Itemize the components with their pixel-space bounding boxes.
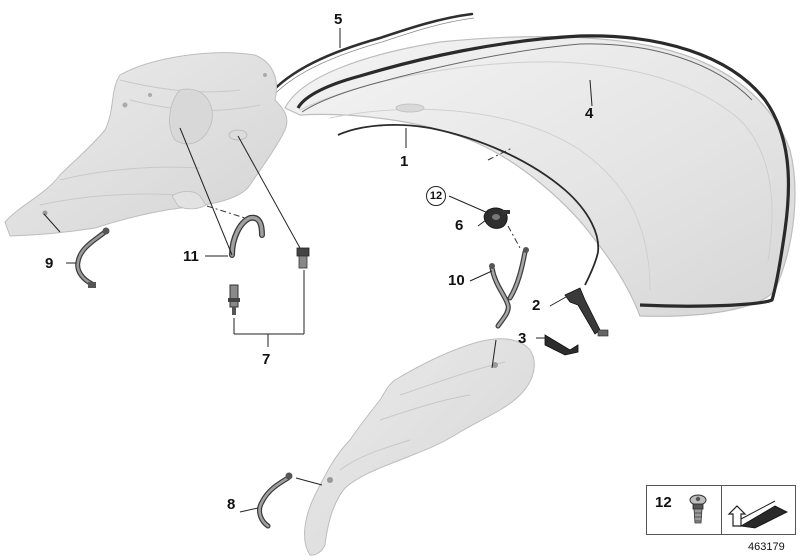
- mount-bracket-6: [483, 207, 510, 229]
- callout-9[interactable]: 9: [45, 255, 54, 272]
- callout-5[interactable]: 5: [334, 11, 343, 28]
- callout-2[interactable]: 2: [532, 297, 541, 314]
- screw-icon: [689, 494, 707, 524]
- lid-seal-inner: [301, 43, 753, 113]
- drain-hose-10: [489, 249, 528, 329]
- leader-lines: [43, 28, 593, 513]
- top-seal-strip: [266, 12, 474, 98]
- callout-12-label: 12: [429, 190, 443, 202]
- drain-hose-8: [257, 475, 291, 529]
- clamp-3: [544, 334, 579, 356]
- drain-valve: [228, 284, 240, 315]
- lid-seal: [296, 34, 791, 308]
- callout-6[interactable]: 6: [455, 217, 464, 234]
- convertible-top-lid: [284, 36, 796, 317]
- assembly-dash-lines: [206, 147, 521, 249]
- diagram-id: 463179: [748, 541, 785, 553]
- right-tray-panel: [304, 338, 535, 556]
- legend-box: 12: [646, 485, 796, 535]
- callout-7[interactable]: 7: [262, 351, 271, 368]
- callout-10[interactable]: 10: [448, 272, 465, 289]
- callout-1[interactable]: 1: [400, 153, 409, 170]
- hinge-bracket-2: [564, 287, 609, 337]
- drain-plug: [296, 247, 310, 269]
- left-tray-panel: [4, 52, 288, 237]
- tray-bracket: [171, 191, 207, 210]
- legend-divider: [721, 486, 722, 534]
- side-seal-strip: [337, 124, 600, 286]
- callout-3[interactable]: 3: [518, 330, 527, 347]
- arrow-icon: [727, 500, 788, 529]
- callout-8[interactable]: 8: [227, 496, 236, 513]
- callout-12-circled[interactable]: 12: [426, 186, 446, 206]
- callout-11[interactable]: 11: [183, 248, 199, 265]
- legend-item-number: 12: [655, 494, 672, 511]
- callout-4[interactable]: 4: [585, 105, 594, 122]
